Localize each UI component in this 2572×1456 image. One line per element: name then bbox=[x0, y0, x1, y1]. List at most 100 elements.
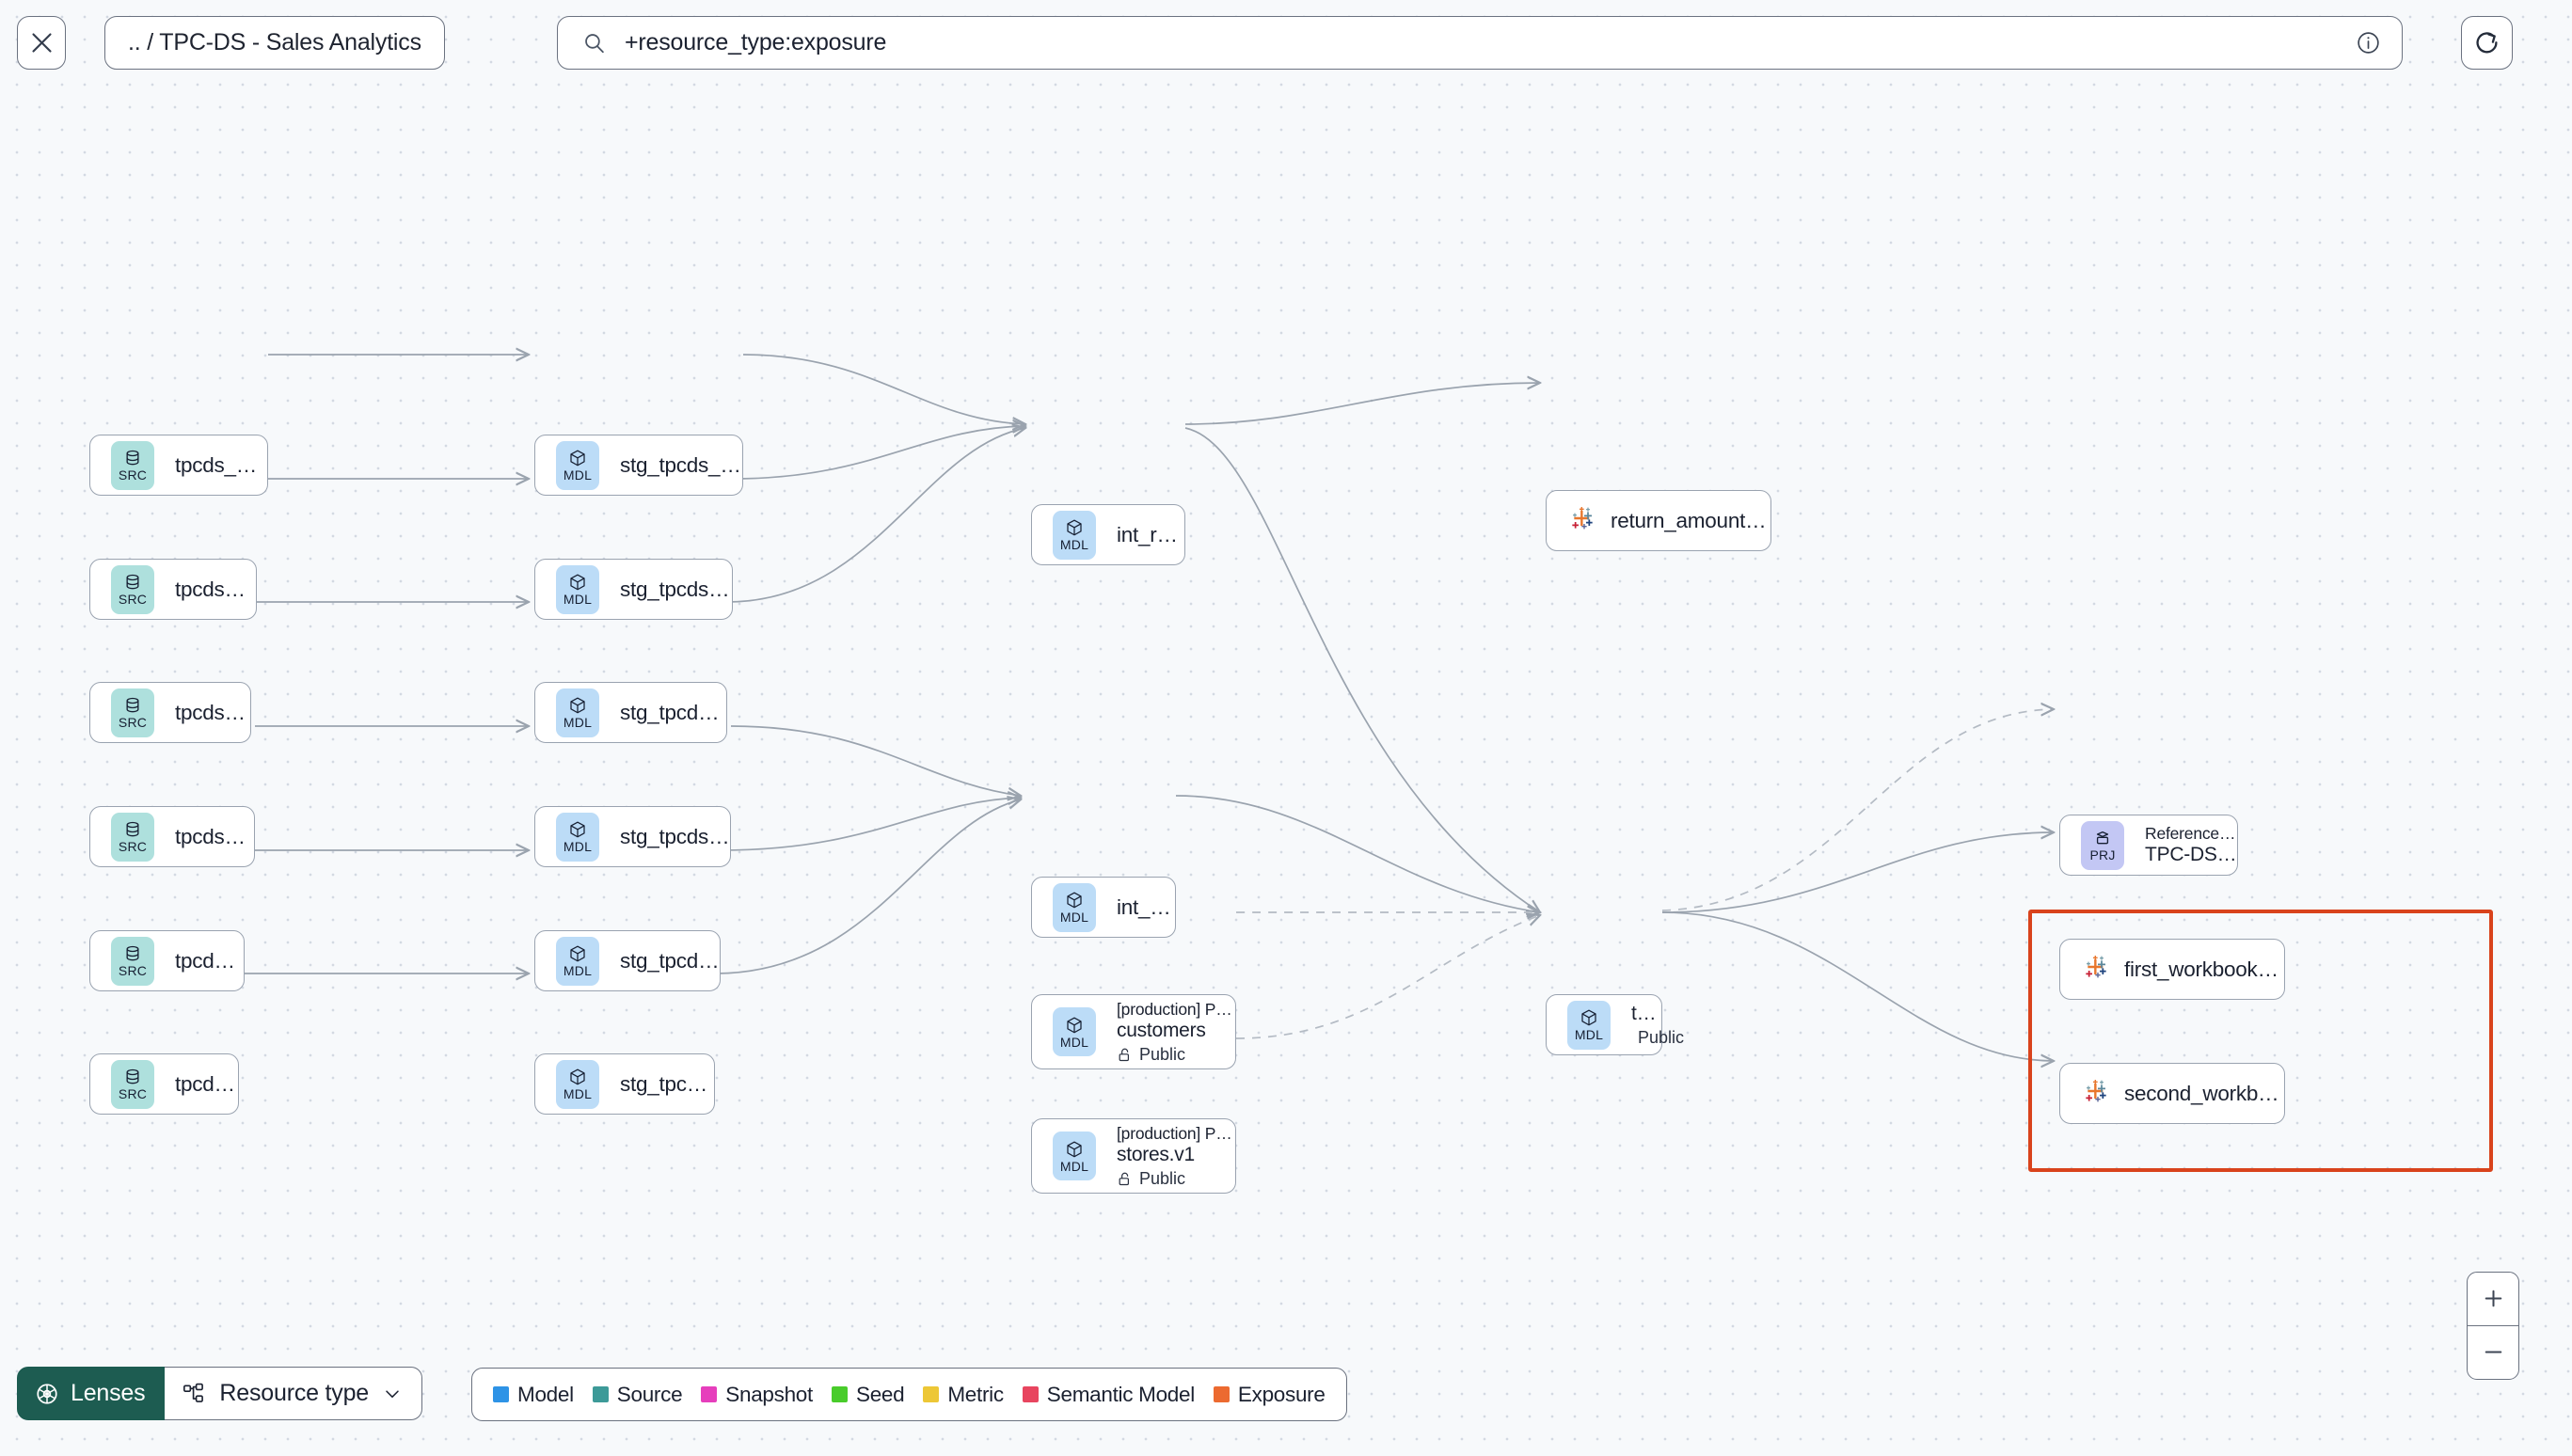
node-first-workbook[interactable]: first_workbook_attached_to_tpc-ds_-_… bbox=[2059, 939, 2285, 1000]
model-badge: MDL bbox=[1053, 882, 1096, 932]
database-icon bbox=[126, 1068, 139, 1084]
node-body: stg_tpcds_core__web_sales bbox=[620, 1072, 714, 1097]
node-body: transactions Public bbox=[1631, 1002, 1684, 1048]
node-stg-tpcds-core-web-returns[interactable]: MDL stg_tpcds_core__web_returns bbox=[534, 682, 727, 743]
node-tpcds-core-store-returns[interactable]: SRC tpcds_core.store_returns bbox=[89, 559, 257, 620]
database-icon bbox=[126, 574, 139, 590]
zoom-in-button[interactable] bbox=[2468, 1273, 2518, 1326]
node-body: tpcds_core.catalog_returns bbox=[175, 453, 267, 478]
model-badge: MDL bbox=[556, 1059, 599, 1109]
lens-control-group: Lenses Resource type bbox=[17, 1367, 423, 1420]
node-body: Referenced by TPC-DS - Core Data Models bbox=[2145, 824, 2237, 866]
legend-swatch bbox=[701, 1386, 718, 1402]
badge-label: MDL bbox=[1059, 910, 1089, 925]
tableau-icon bbox=[2081, 952, 2111, 987]
cube-icon bbox=[1067, 1017, 1082, 1033]
node-tpcds-core-catalog-returns[interactable]: SRC tpcds_core.catalog_returns bbox=[89, 435, 268, 496]
node-title: customers bbox=[1117, 1019, 1206, 1041]
zoom-controls bbox=[2467, 1272, 2519, 1380]
node-title: transactions bbox=[1631, 1002, 1661, 1024]
node-stg-tpcds-core-store-returns[interactable]: MDL stg_tpcds_core__store_returns bbox=[534, 559, 733, 620]
node-stg-tpcds-core-catalog-sales[interactable]: MDL stg_tpcds_core__catalog_sales bbox=[534, 806, 731, 867]
source-badge: SRC bbox=[111, 440, 154, 490]
node-stg-tpcds-core-catalog-returns[interactable]: MDL stg_tpcds_core__catalog_returns bbox=[534, 435, 743, 496]
legend-item-metric[interactable]: Metric bbox=[923, 1382, 1004, 1407]
node-body: second_workbook_connected_to_live… bbox=[2124, 1082, 2284, 1106]
legend-swatch bbox=[1022, 1386, 1039, 1402]
node-customers[interactable]: MDL [production] Project: TPC-DS - Core … bbox=[1031, 994, 1236, 1069]
lenses-button[interactable]: Lenses bbox=[17, 1367, 166, 1420]
node-transactions[interactable]: MDL transactions Public bbox=[1546, 994, 1684, 1055]
legend-label: Semantic Model bbox=[1046, 1382, 1195, 1406]
breadcrumb[interactable]: .. / TPC-DS - Sales Analytics bbox=[104, 16, 445, 70]
cube-icon bbox=[1067, 1141, 1082, 1157]
node-tpcds-core-web-sales[interactable]: SRC tpcds_core.web_sales bbox=[89, 1053, 239, 1115]
legend-item-exposure[interactable]: Exposure bbox=[1213, 1383, 1326, 1407]
refresh-button[interactable] bbox=[2461, 16, 2513, 70]
legend-item-model[interactable]: Model bbox=[493, 1383, 574, 1407]
aperture-icon bbox=[37, 1383, 57, 1404]
search-input[interactable]: +resource_type:exposure bbox=[625, 29, 887, 55]
cube-icon bbox=[1067, 519, 1082, 536]
zoom-out-button[interactable] bbox=[2468, 1326, 2518, 1380]
node-title: second_workbook_connected_to_live… bbox=[2124, 1081, 2284, 1105]
tableau-icon bbox=[1567, 503, 1597, 538]
node-body: stg_tpcds_core__catalog_sales bbox=[620, 825, 730, 849]
node-body: [production] Project: TPC-DS - Core Data… bbox=[1117, 1000, 1235, 1065]
info-icon[interactable] bbox=[2356, 30, 2381, 55]
node-tpcds-core-web-returns[interactable]: SRC tpcds_core.web_returns bbox=[89, 682, 251, 743]
node-title: stg_tpcds_core__web_returns bbox=[620, 700, 726, 724]
node-return-amounts-by-transaction-type[interactable]: return_amounts_by_transaction_type bbox=[1546, 490, 1771, 551]
node-tpcds-core-store-sales[interactable]: SRC tpcds_core.store_sales bbox=[89, 930, 245, 991]
legend-item-semantic-model[interactable]: Semantic Model bbox=[1022, 1382, 1195, 1407]
visibility-label: Public bbox=[1139, 1168, 1186, 1188]
node-referenced-by-project[interactable]: PRJ Referenced by TPC-DS - Core Data Mod… bbox=[2059, 815, 2238, 876]
resource-type-label: Resource type bbox=[219, 1380, 370, 1406]
node-title: TPC-DS - Core Data Models bbox=[2145, 844, 2237, 865]
node-stg-tpcds-core-web-sales[interactable]: MDL stg_tpcds_core__web_sales bbox=[534, 1053, 715, 1115]
legend-label: Model bbox=[517, 1382, 574, 1406]
database-icon bbox=[126, 450, 139, 466]
node-stores-v1[interactable]: MDL [production] Project: TPC-DS - Core … bbox=[1031, 1118, 1236, 1194]
node-second-workbook[interactable]: second_workbook_connected_to_live… bbox=[2059, 1063, 2285, 1124]
model-badge: MDL bbox=[1053, 1132, 1096, 1180]
node-visibility: Public bbox=[1117, 1045, 1235, 1065]
legend-item-seed[interactable]: Seed bbox=[831, 1383, 905, 1407]
database-icon bbox=[126, 945, 139, 961]
legend-label: Metric bbox=[947, 1382, 1004, 1406]
legend-item-source[interactable]: Source bbox=[592, 1383, 683, 1407]
badge-label: SRC bbox=[118, 467, 148, 483]
legend-swatch bbox=[923, 1386, 940, 1402]
badge-label: SRC bbox=[118, 715, 148, 730]
cube-icon bbox=[570, 821, 585, 838]
node-title: stg_tpcds_core__store_sales bbox=[620, 948, 720, 973]
node-title: tpcds_core.catalog_returns bbox=[175, 452, 267, 477]
legend-item-snapshot[interactable]: Snapshot bbox=[701, 1383, 813, 1407]
node-int-returns-unioned[interactable]: MDL int_returns__unioned bbox=[1031, 504, 1185, 565]
model-badge: MDL bbox=[1053, 1007, 1096, 1056]
node-stg-tpcds-core-store-sales[interactable]: MDL stg_tpcds_core__store_sales bbox=[534, 930, 721, 991]
search-bar[interactable]: +resource_type:exposure bbox=[557, 16, 2403, 70]
legend-swatch bbox=[493, 1386, 509, 1402]
resource-type-dropdown[interactable]: Resource type bbox=[165, 1367, 423, 1420]
cube-icon bbox=[570, 945, 585, 962]
badge-label: SRC bbox=[118, 963, 148, 978]
node-body: int_returns__unioned bbox=[1117, 523, 1184, 547]
badge-label: MDL bbox=[563, 963, 593, 978]
node-body: first_workbook_attached_to_tpc-ds_-_… bbox=[2124, 957, 2284, 982]
badge-label: SRC bbox=[118, 839, 148, 854]
close-button[interactable] bbox=[17, 16, 66, 70]
model-badge: MDL bbox=[1567, 1000, 1611, 1050]
source-badge: SRC bbox=[111, 688, 154, 737]
badge-label: SRC bbox=[118, 592, 148, 607]
graph-canvas[interactable]: SRC tpcds_core.catalog_returns SRC tpcds… bbox=[0, 110, 2572, 1370]
node-title: first_workbook_attached_to_tpc-ds_-_… bbox=[2124, 957, 2284, 981]
node-title: int_returns__unioned bbox=[1117, 522, 1184, 546]
node-int-sales-unioned[interactable]: MDL int_sales__unioned bbox=[1031, 877, 1176, 938]
badge-label: MDL bbox=[1059, 537, 1089, 552]
badge-label: MDL bbox=[563, 715, 593, 730]
node-title: stg_tpcds_core__catalog_sales bbox=[620, 824, 730, 848]
node-tpcds-core-catalog-sales[interactable]: SRC tpcds_core.catalog_sales bbox=[89, 806, 255, 867]
badge-label: MDL bbox=[563, 592, 593, 607]
